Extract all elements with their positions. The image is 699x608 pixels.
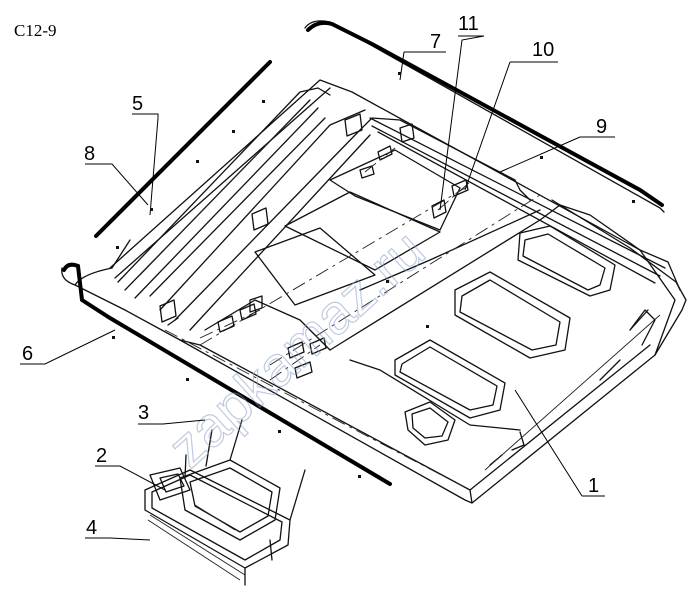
callout-9: 9 bbox=[596, 116, 607, 138]
callout-4: 4 bbox=[86, 517, 97, 539]
callout-10: 10 bbox=[532, 39, 554, 61]
callout-3: 3 bbox=[138, 402, 149, 424]
callout-1: 1 bbox=[588, 475, 599, 497]
seal-strips bbox=[62, 20, 664, 486]
roof-hatch bbox=[144, 419, 306, 586]
watermark: zapkamaz.ru bbox=[156, 218, 436, 479]
callout-5: 5 bbox=[132, 93, 143, 115]
callout-8: 8 bbox=[84, 143, 95, 165]
fastener-group-lower bbox=[199, 303, 327, 381]
drawing-code: C12-9 bbox=[14, 21, 57, 40]
callout-7: 7 bbox=[430, 31, 441, 53]
callout-11: 11 bbox=[458, 13, 479, 35]
seal-6 bbox=[62, 262, 392, 486]
seal-7 bbox=[306, 20, 664, 207]
roof-panel bbox=[61, 20, 687, 504]
fastener-group-upper bbox=[359, 145, 471, 219]
leader-lines bbox=[20, 35, 615, 541]
callout-6: 6 bbox=[22, 343, 33, 365]
seal-5 bbox=[94, 60, 272, 238]
marks bbox=[112, 72, 635, 478]
callout-2: 2 bbox=[96, 445, 107, 467]
